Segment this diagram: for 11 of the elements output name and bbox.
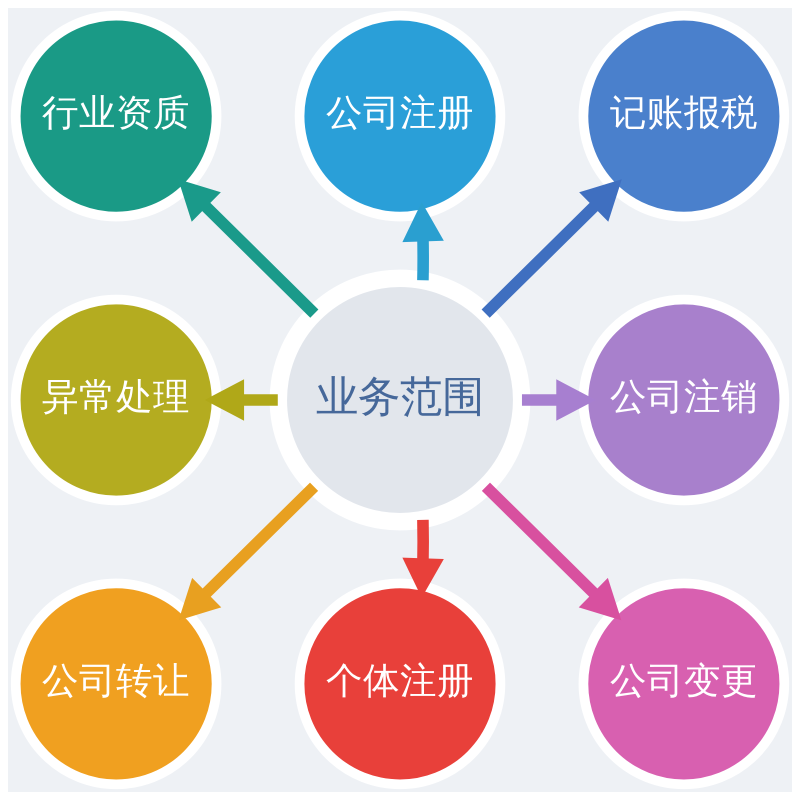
arrow <box>178 179 318 318</box>
node-circle: 公司注销 <box>578 294 790 506</box>
arrow <box>178 482 318 620</box>
node-circle: 业务范围 <box>270 270 530 530</box>
arrow <box>482 179 622 318</box>
node-circle: 个体注册 <box>294 578 506 790</box>
arrow <box>204 379 278 421</box>
arrow <box>402 202 444 280</box>
arrow <box>482 482 622 620</box>
node-circle: 公司注册 <box>294 10 506 222</box>
node-circle: 异常处理 <box>10 294 222 506</box>
